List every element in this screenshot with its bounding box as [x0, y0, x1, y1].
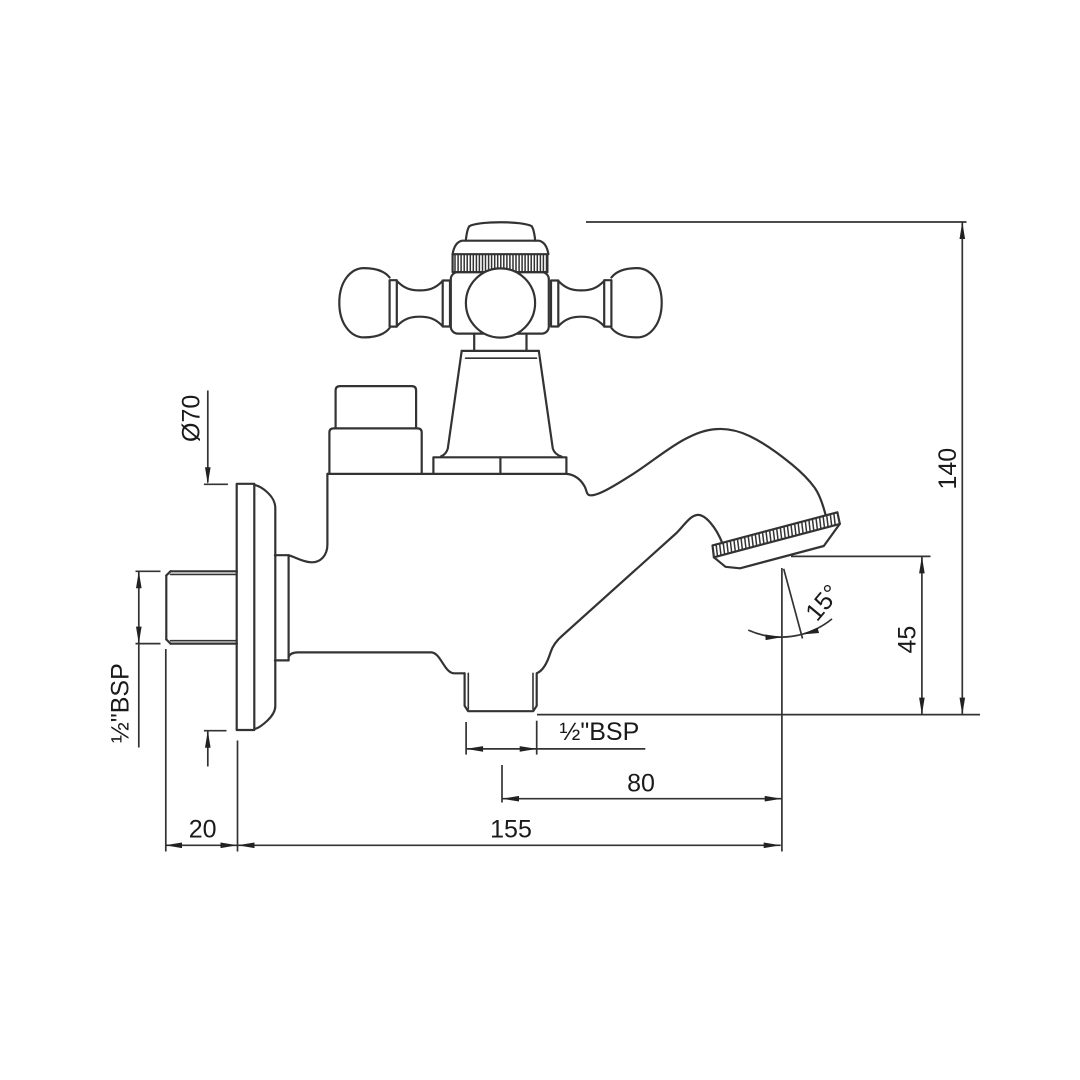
svg-text:20: 20	[189, 815, 217, 843]
svg-text:Ø70: Ø70	[178, 395, 206, 442]
svg-text:80: 80	[627, 770, 655, 798]
svg-text:45: 45	[893, 626, 921, 654]
svg-text:½"BSP: ½"BSP	[560, 718, 640, 746]
svg-text:½"BSP: ½"BSP	[107, 663, 135, 743]
svg-text:155: 155	[490, 815, 532, 843]
svg-text:140: 140	[934, 448, 962, 490]
